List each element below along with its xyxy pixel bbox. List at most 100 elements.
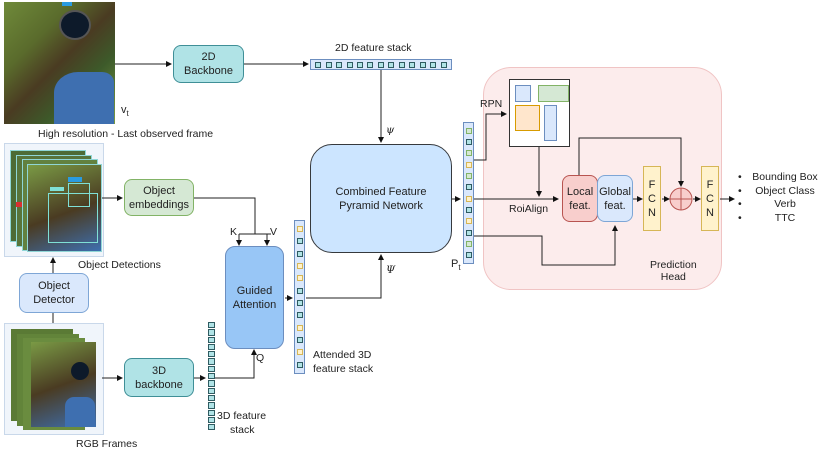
feature-3d-label-line2: stack [230,424,255,436]
high-res-caption: High resolution - Last observed frame [38,128,214,140]
feature-cell-yellow [296,324,303,331]
feature-cell-teal [336,61,343,68]
object-detections-caption: Object Detections [78,259,161,271]
feature-cell-teal [346,61,353,68]
feature-cell-yellow [465,161,472,168]
feature-cell-teal [208,373,215,380]
feature-cell-teal [208,351,215,358]
feature-cell-teal [465,206,472,213]
feature-cell-teal [208,343,215,351]
feature-cell-teal [208,387,215,394]
feature-cell-green [465,150,472,157]
object-detections-frame [4,143,104,257]
feature-cell-green [465,172,472,179]
feature-cell-teal [208,402,215,409]
feature-cell-teal [465,252,472,259]
feature-cell-teal [465,184,472,191]
feature-cell-teal [465,229,472,236]
feature-cell-teal [208,409,215,416]
feature-cell-teal [419,61,426,68]
feature-3d-stack [208,322,215,431]
pyramid-symbol: Pt [451,258,461,273]
bucket-shape [59,10,91,40]
output-item: •Verb [738,198,796,210]
v-label: V [270,226,278,238]
feature-cell-teal [430,61,437,68]
feature-cell-teal [296,287,303,294]
feature-2d-label: 2D feature stack [335,42,412,54]
feature-cell-green [465,127,472,134]
psi-2d-label: ψ [386,124,395,136]
vt-symbol: vt [121,104,129,119]
feature-cell-teal [208,336,215,343]
feature-cell-teal [296,300,303,307]
feature-cell-teal [296,361,303,368]
high-res-frame-image [4,2,115,124]
attended-3d-stack [294,220,305,374]
psi-3d-label: Ψ [386,264,396,276]
arrow-embeddings-to-attention [193,197,256,234]
feature-cell-teal [367,61,374,68]
arrow-pyramid-to-rpn [474,111,507,161]
proposal-green [538,85,569,102]
pyramid-stack [463,122,474,264]
feature-cell-teal [377,61,384,68]
rgb-frames-caption: RGB Frames [76,438,138,450]
arrow-3d-stack-to-attention [215,349,257,379]
feature-cell-teal [398,61,405,68]
feature-cell-teal [208,358,215,365]
feature-cell-teal [208,416,215,424]
person-shape [54,72,114,124]
feature-cell-teal [325,61,332,68]
rpn-label: RPN [480,98,503,110]
feature-cell-teal [296,250,303,257]
feature-cell-teal [465,138,472,145]
feature-cell-green [465,240,472,247]
prediction-head-title: Prediction Head [650,259,697,283]
feature-cell-teal [440,61,447,68]
feature-cell-yellow [296,226,303,233]
rpn-proposals-box [509,79,570,147]
feature-cell-yellow [465,195,472,202]
feature-cell-teal [296,312,303,319]
q-label: Q [256,352,265,364]
output-item: •Bounding Box [738,171,818,183]
feature-cell-yellow [296,275,303,282]
feature-cell-teal [208,329,215,336]
feature-cell-teal [208,322,215,329]
rgb-frames-stack [4,323,104,435]
arrow-local-skip-to-sum [578,137,684,187]
arrow-attended-to-fpn [306,254,384,299]
output-item: •Object Class [738,184,815,197]
k-label: K [230,226,238,238]
roialign-label: RoiAlign [509,203,549,215]
feature-cell-teal [208,424,215,431]
sum-node [669,187,693,211]
feature-cell-teal [296,238,303,245]
feature-2d-stack [310,59,452,70]
feature-cell-yellow [296,349,303,356]
proposal-blue-small [515,85,531,102]
feature-cell-yellow [465,218,472,225]
feature-3d-label-line1: 3D feature [217,410,267,422]
feature-cell-teal [315,61,322,68]
feature-cell-teal [208,394,215,402]
feature-cell-teal [357,61,364,68]
attended-label-line1: Attended 3D [313,349,372,361]
feature-cell-teal [388,61,395,68]
feature-cell-teal [409,61,416,68]
output-item: •TTC [738,211,796,224]
feature-cell-teal [208,380,215,387]
proposal-orange [515,105,540,131]
